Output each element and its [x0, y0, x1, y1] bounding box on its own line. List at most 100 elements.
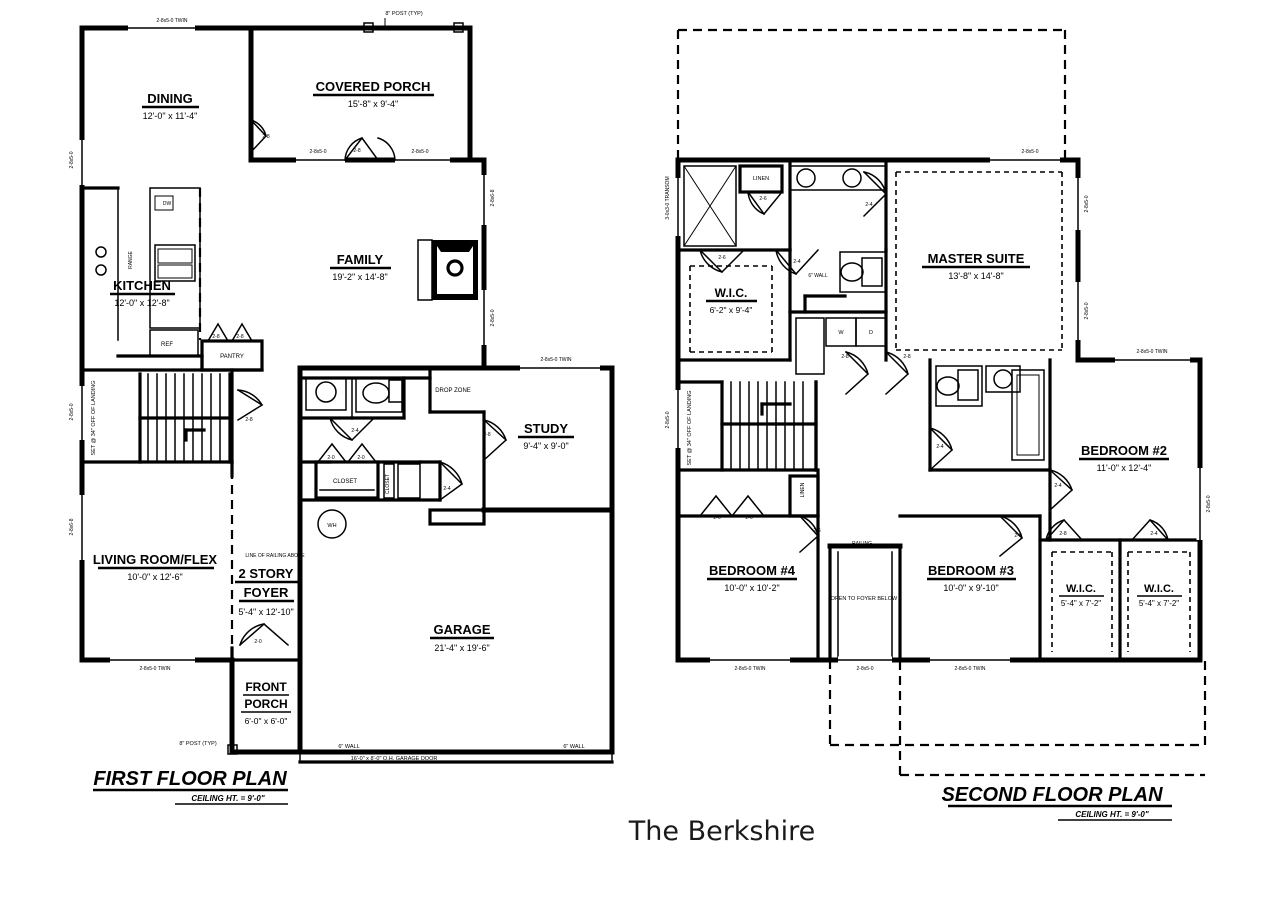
door-tag-s7: 2-4	[936, 444, 943, 450]
label-stair-note: SET @ 34" OFF OF LANDING	[91, 381, 97, 456]
label-washer: W	[838, 330, 844, 336]
door-tag-f11: 2-0	[254, 639, 261, 645]
room-label-family: FAMILY	[337, 252, 384, 267]
room-dim-wic-master: 6'-2" x 9'-4"	[710, 305, 753, 315]
annotation-post-bottom: 8" POST (TYP)	[179, 741, 216, 747]
door-tag-s5: 2-8	[841, 354, 848, 360]
door-tag-f7: 2-0	[327, 455, 334, 461]
door-tag-s12: 2-8	[1014, 533, 1021, 539]
door-tag-f9: 2-8	[212, 334, 219, 340]
window-tag-5: 2-8x6-8	[490, 189, 496, 206]
window-tag-10: 2-8x5-0 TWIN	[540, 357, 571, 363]
room-label-porch: PORCH	[244, 697, 287, 711]
window-tag-8: 2-8x5-0	[412, 149, 429, 155]
door-tag-f6: 2-4	[443, 486, 450, 492]
window-tag-1: 2-8x5-0 TWIN	[156, 18, 187, 24]
room-label-garage: GARAGE	[433, 622, 490, 637]
door-tag-f2: 2-8	[353, 148, 360, 154]
label-open-to-foyer-1: OPEN TO FOYER BELOW	[831, 596, 898, 602]
door-tag-s13: 2-8	[1059, 531, 1066, 537]
second-floor-roof-outline	[676, 28, 1207, 777]
window-tag-s5: 2-8x5-0	[1206, 495, 1212, 512]
room-dim-covered-porch: 15'-8" x 9'-4"	[348, 99, 398, 109]
first-floor-labels: DINING 12'-0" x 11'-4" COVERED PORCH 15'…	[69, 11, 585, 762]
door-tag-s8: 2-4	[1054, 483, 1061, 489]
room-label-living-room-flex: LIVING ROOM/FLEX	[93, 552, 218, 567]
room-label-foyer: FOYER	[244, 585, 289, 600]
room-label-covered-porch: COVERED PORCH	[316, 79, 431, 94]
door-tag-s14: 2-4	[1150, 531, 1157, 537]
label-linen: LINEN	[753, 176, 769, 182]
room-dim-front-porch: 6'-0" x 6'-0"	[245, 716, 288, 726]
annotation-wall-left: 6" WALL	[338, 744, 359, 750]
label-six-inch-wall: 6" WALL	[808, 273, 828, 279]
room-dim-kitchen: 12'-0" x 12'-8"	[114, 298, 169, 308]
second-floor-interior-walls	[676, 158, 1202, 662]
label-transom: 3-0x3-0 TRANSOM	[665, 176, 671, 219]
fireplace	[417, 239, 478, 301]
first-floor-subtitle: CEILING HT. = 9'-0"	[191, 794, 265, 803]
window-tag-3: 2-8x5-0	[69, 403, 75, 420]
window-tag-s4: 2-8x5-0 TWIN	[1136, 349, 1167, 355]
window-tag-s1: 2-8x5-0	[1022, 149, 1039, 155]
room-label-master-suite: MASTER SUITE	[928, 251, 1025, 266]
label-linen-2: LINEN	[800, 482, 806, 497]
window-tag-2: 2-8x5-0	[69, 151, 75, 168]
room-dim-wic-bed2: 5'-4" x 7'-2"	[1139, 599, 1179, 608]
room-dim-wic-bed3: 5'-4" x 7'-2"	[1061, 599, 1101, 608]
room-dim-foyer: 5'-4" x 12'-10"	[238, 607, 293, 617]
label-dryer: D	[869, 330, 873, 336]
second-floor-windows	[674, 156, 1204, 664]
second-floor-plan: MASTER SUITE 13'-8" x 14'-8" W.I.C. 6'-2…	[665, 28, 1212, 821]
first-floor-title-block: FIRST FLOOR PLAN CEILING HT. = 9'-0"	[93, 768, 288, 805]
room-label-bedroom-2: BEDROOM #2	[1081, 443, 1167, 458]
door-tag-s3: 2-6	[718, 255, 725, 261]
room-dim-study: 9'-4" x 9'-0"	[523, 441, 568, 451]
door-tag-f10: 2-8	[236, 334, 243, 340]
second-floor-subtitle: CEILING HT. = 9'-0"	[1075, 810, 1149, 819]
second-floor-title-block: SECOND FLOOR PLAN CEILING HT. = 9'-0"	[941, 784, 1172, 821]
room-dim-bedroom-2: 11'-0" x 12'-4"	[1097, 463, 1152, 473]
door-tag-f4: 2-8	[483, 432, 490, 438]
door-tag-s6: 2-8	[903, 354, 910, 360]
label-closet-2: CLOSET	[385, 474, 391, 494]
annotation-wall-right: 6" WALL	[563, 744, 584, 750]
room-dim-dining: 12'-0" x 11'-4"	[143, 111, 198, 121]
room-label-kitchen: KITCHEN	[113, 278, 171, 293]
window-tag-s3: 2-8x5-0	[1084, 302, 1090, 319]
door-tag-f5: 2-4	[351, 428, 358, 434]
label-range: RANGE	[128, 250, 134, 268]
window-tag-6: 2-8x5-0	[490, 309, 496, 326]
window-tag-7: 2-8x5-0	[310, 149, 327, 155]
room-dim-family: 19'-2" x 14'-8"	[332, 272, 387, 282]
door-tag-s10: 2-6	[745, 515, 752, 521]
room-dim-living-room-flex: 10'-0" x 12'-6"	[127, 572, 182, 582]
room-label-bedroom-4: BEDROOM #4	[709, 563, 796, 578]
annotation-post-top: 8" POST (TYP)	[385, 11, 422, 17]
first-floor-stairs	[138, 372, 232, 464]
annotation-garage-door: 16'-0" x 8'-0" O.H. GARAGE DOOR	[351, 756, 438, 762]
room-dim-bedroom-4: 10'-0" x 10'-2"	[724, 583, 779, 593]
door-tag-s2: 2-4	[865, 202, 872, 208]
room-label-bedroom-3: BEDROOM #3	[928, 563, 1014, 578]
label-railing-above: LINE OF RAILING ABOVE	[245, 553, 305, 559]
room-label-study: STUDY	[524, 421, 568, 436]
first-floor-plan: DINING 12'-0" x 11'-4" COVERED PORCH 15'…	[69, 11, 615, 805]
second-floor-title: SECOND FLOOR PLAN	[941, 784, 1163, 806]
label-railing: RAILING	[852, 541, 872, 547]
second-floor-labels: MASTER SUITE 13'-8" x 14'-8" W.I.C. 6'-2…	[665, 149, 1212, 672]
door-tag-s1: 2-6	[759, 196, 766, 202]
door-tag-s4: 2-4	[793, 259, 800, 265]
label-pantry: PANTRY	[220, 354, 244, 360]
room-label-wic-bed3: W.I.C.	[1066, 583, 1096, 595]
label-water-heater: WH	[327, 523, 336, 529]
room-label-two-story: 2 STORY	[239, 566, 294, 581]
label-dw: DW	[163, 201, 172, 207]
second-floor-doors	[698, 170, 1170, 558]
label-drop-zone: DROP ZONE	[435, 388, 471, 394]
label-stair-note-2: SET @ 34" OFF OF LANDING	[687, 391, 693, 466]
label-closet: CLOSET	[333, 479, 357, 485]
room-dim-garage: 21'-4" x 19'-6"	[434, 643, 489, 653]
room-label-front: FRONT	[245, 680, 287, 694]
